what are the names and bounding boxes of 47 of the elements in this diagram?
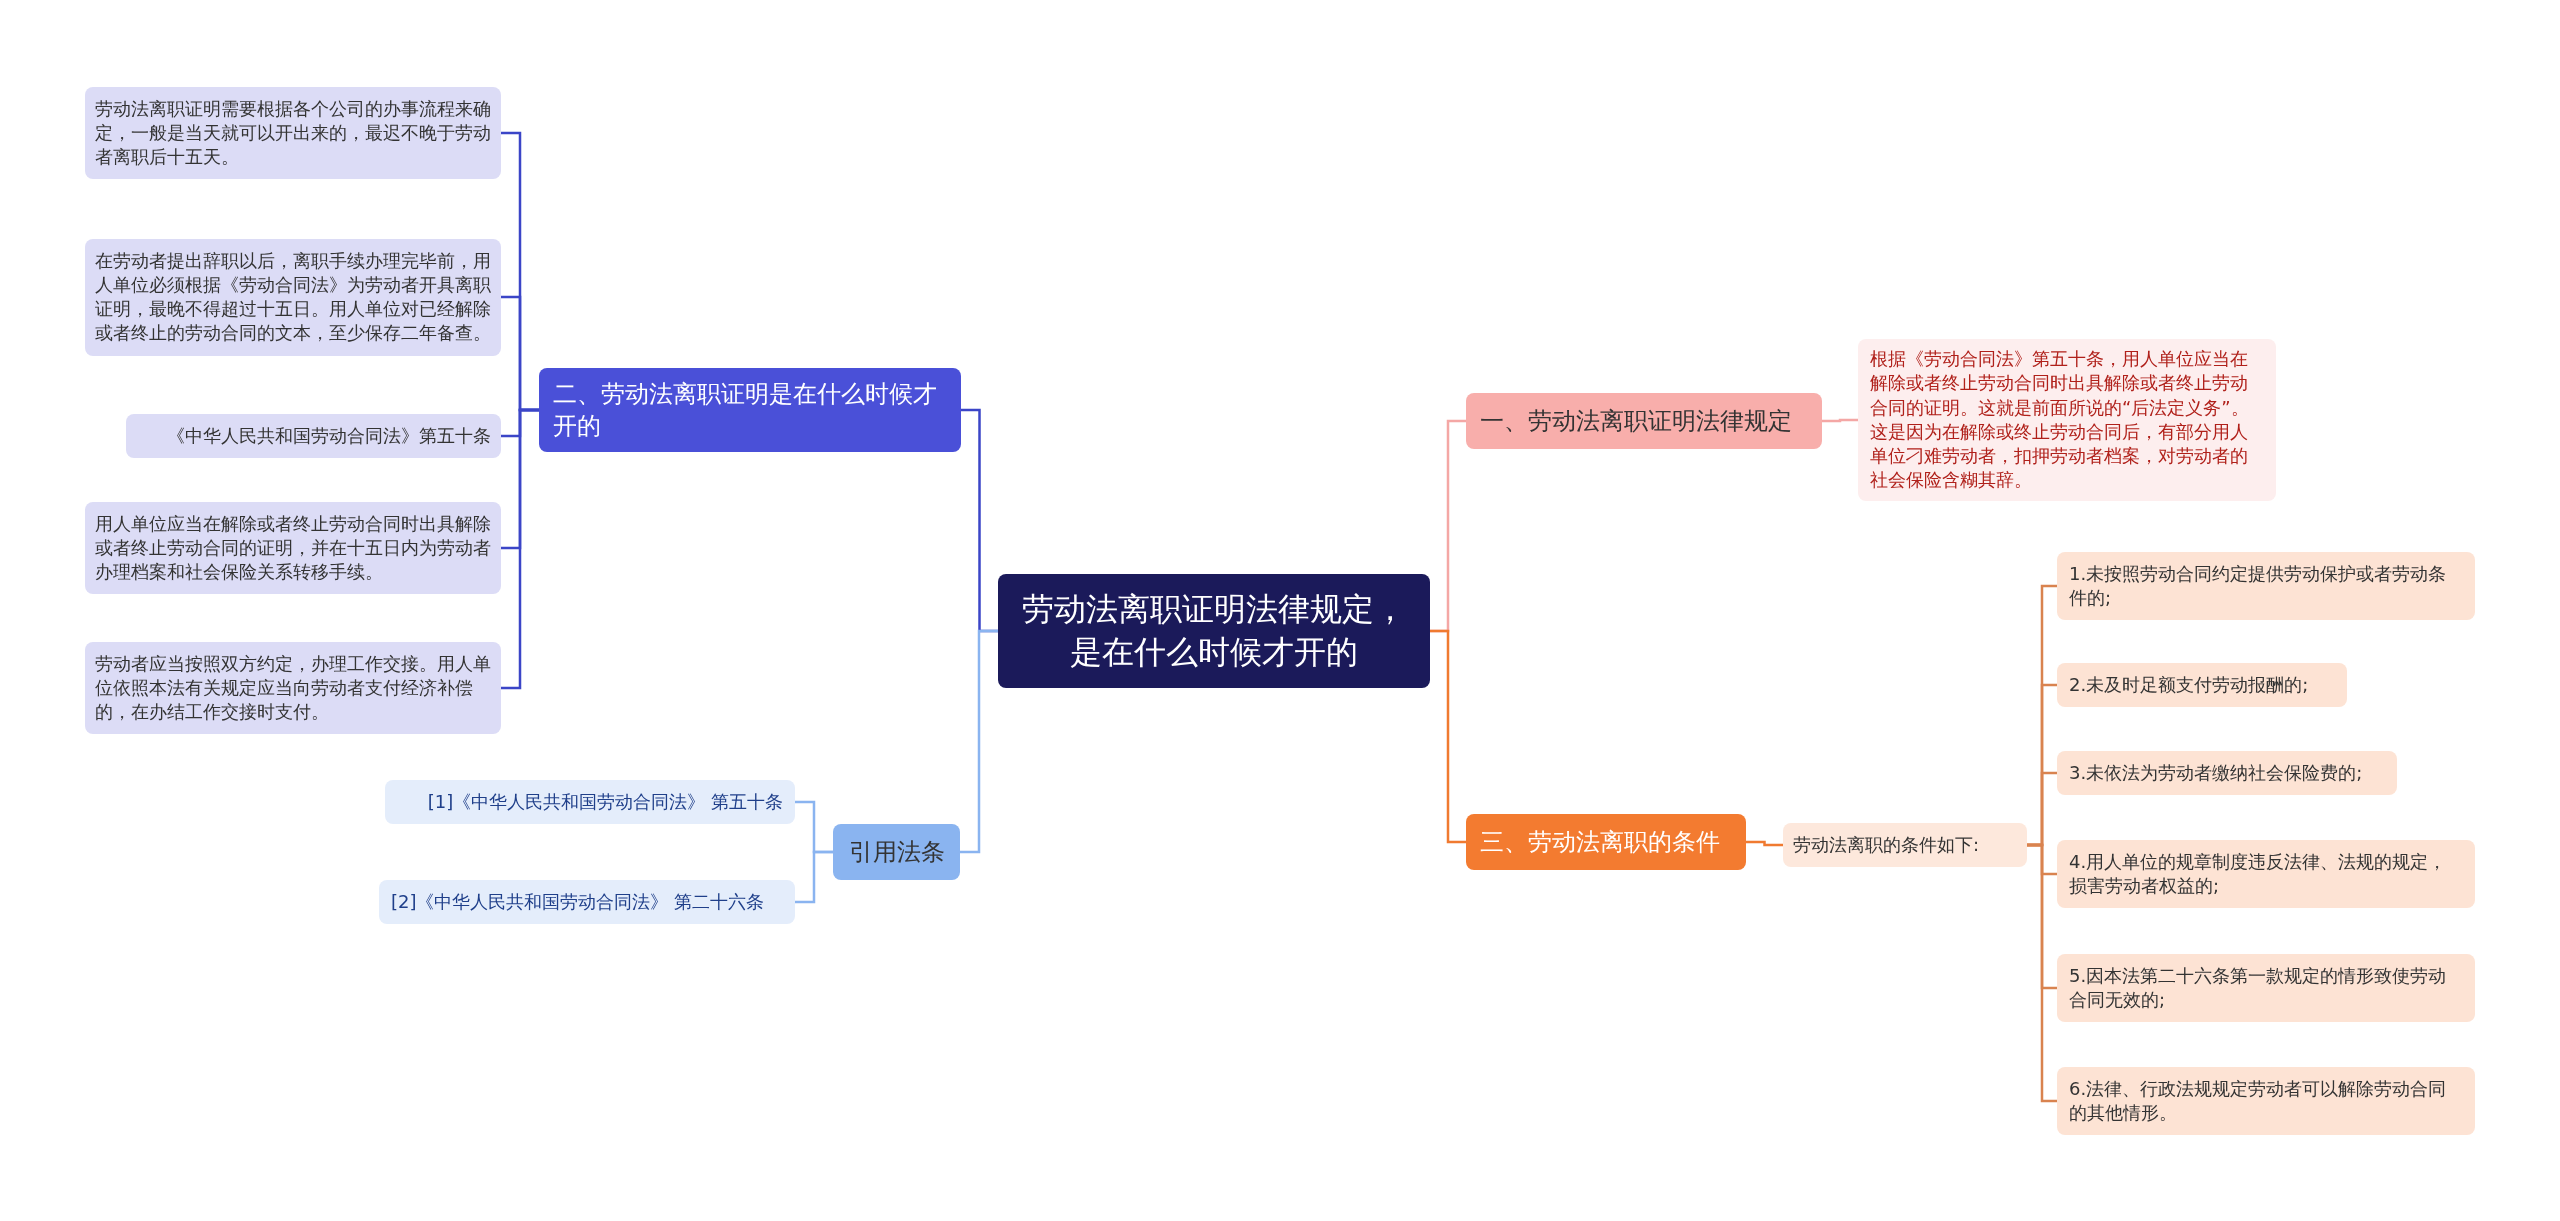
branch-topic-box: [1466, 393, 1822, 450]
subtopic-box: [2057, 1066, 2475, 1136]
topic-text: 三、劳动法离职的条件: [1480, 827, 1721, 858]
subtopic-box: [85, 238, 501, 356]
topic-text: 5.因本法第二十六条第一款规定的情形致使劳动合同无效的;: [2069, 963, 2448, 1012]
topic-text: 劳动法离职证明需要根据各个公司的办事流程来确定，一般是当天就可以开出来的，最迟不晚于劳动者离职后十五天。: [95, 96, 491, 170]
topic-text: 6.法律、行政法规规定劳动者可以解除劳动合同的其他情形。: [2069, 1076, 2448, 1125]
central-topic-box: [998, 574, 1430, 689]
topic-text: 二、劳动法离职证明是在什么时候才开的: [553, 378, 938, 442]
subtopic-box: [85, 501, 501, 595]
subtopic-box: [126, 414, 501, 459]
topic-text: [2]《中华人民共和国劳动合同法》 第二十六条: [391, 890, 766, 914]
connector-line: [795, 850, 833, 904]
topic-text: 劳动者应当按照双方约定，办理工作交接。用人单位依照本法有关规定应当向劳动者支付经济补偿的，在办结工作交接时支付。: [95, 651, 491, 725]
subtopic-box: [2057, 551, 2475, 621]
topic-text: 3.未依法为劳动者缴纳社会保险费的;: [2069, 761, 2364, 785]
subtopic-box: [85, 86, 501, 180]
topic-text: 4.用人单位的规章制度违反法律、法规的规定，损害劳动者权益的;: [2069, 849, 2448, 898]
subtopic-box: [1783, 823, 2027, 868]
subtopic-box: [2057, 839, 2475, 909]
topic-text: 在劳动者提出辞职以后，离职手续办理完毕前，用人单位必须根据《劳动合同法》为劳动者开具离职证明，最晚不得超过十五日。用人单位对已经解除或者终止的劳动合同的文本，至少保存二年备查。: [95, 248, 491, 346]
subtopic-box: [2057, 751, 2397, 796]
topic-text: 引用法条: [847, 837, 946, 868]
connector-line: [1430, 629, 1466, 844]
citation-box: [385, 780, 795, 825]
subtopic-box: [85, 641, 501, 735]
branch-topic-box: [539, 367, 961, 453]
connector-line: [2027, 843, 2057, 1103]
connector-line: [1822, 418, 1858, 423]
topic-text: 《中华人民共和国劳动合同法》第五十条: [166, 424, 491, 448]
connector-line: [960, 629, 998, 854]
topic-text: 一、劳动法离职证明法律规定: [1480, 406, 1793, 437]
citation-box: [379, 880, 795, 925]
connector-line: [501, 408, 539, 690]
topic-text: 2.未及时足额支付劳动报酬的;: [2069, 673, 2310, 697]
branch-topic-box: [833, 824, 960, 881]
topic-text: 劳动法离职证明法律规定，是在什么时候才开的: [1021, 589, 1407, 674]
topic-text: 劳动法离职的条件如下:: [1793, 833, 1981, 857]
note-box: [1858, 339, 2276, 501]
connector-line: [1746, 840, 1783, 847]
subtopic-box: [2057, 953, 2475, 1023]
topic-text: 用人单位应当在解除或者终止劳动合同时出具解除或者终止劳动合同的证明，并在十五日内为劳动者办理档案和社会保险关系转移手续。: [95, 511, 491, 585]
topic-text: 根据《劳动合同法》第五十条，用人单位应当在解除或者终止劳动合同时出具解除或者终止劳动合同的证明。这就是前面所说的“后法定义务”。这是因为在解除或终止劳动合同后，有部分用人单位刁难劳动者，扣押劳动者档案，对劳动者的社会保险含糊其辞。: [1870, 347, 2250, 493]
subtopic-box: [2057, 663, 2347, 708]
branch-topic-box: [1466, 814, 1746, 871]
topic-text: [1]《中华人民共和国劳动合同法》 第五十条: [426, 790, 783, 814]
topic-text: 1.未按照劳动合同约定提供劳动保护或者劳动条件的;: [2069, 561, 2448, 610]
